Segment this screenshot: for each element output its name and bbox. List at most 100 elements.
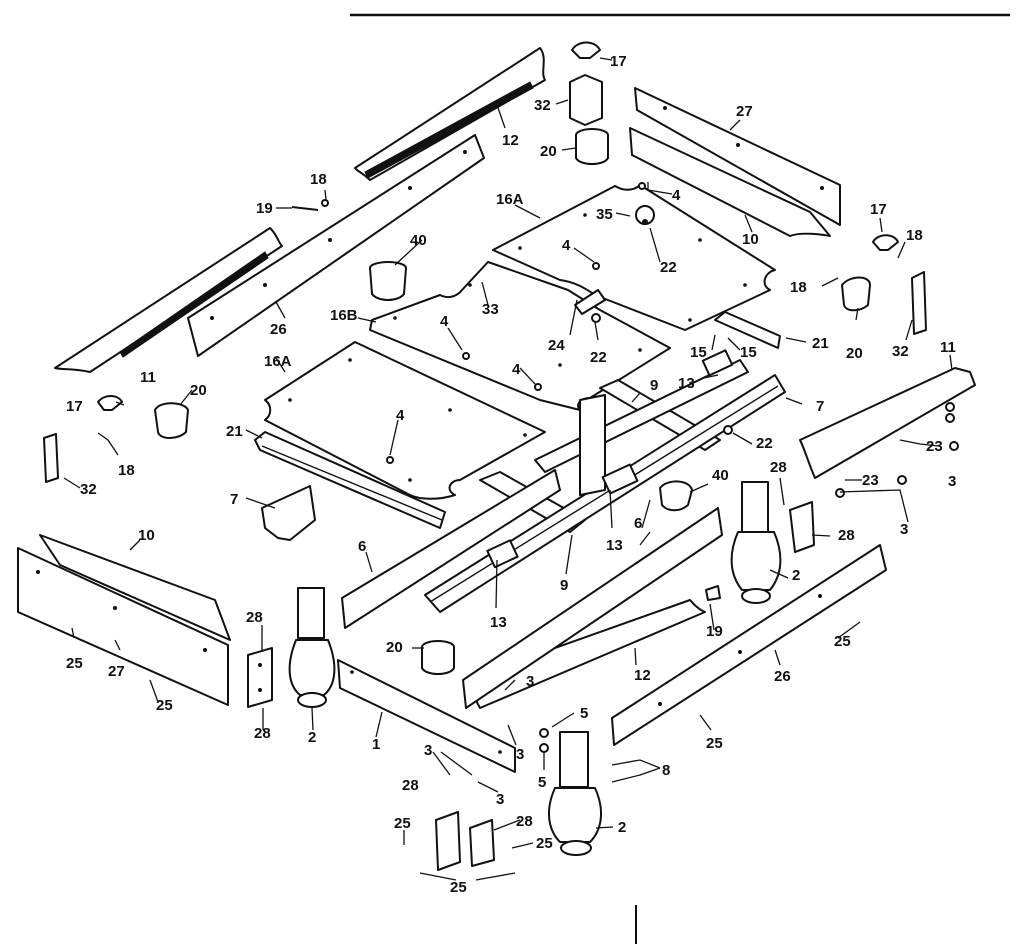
label-2-right: 2 xyxy=(792,567,800,584)
label-4-d: 4 xyxy=(512,361,521,378)
label-22-a: 22 xyxy=(660,259,677,276)
hardware-parts xyxy=(291,182,959,753)
label-18-right2: 18 xyxy=(790,279,807,296)
label-18-top: 18 xyxy=(310,171,327,188)
pocket-liner-32-top xyxy=(569,74,603,126)
label-17-right: 17 xyxy=(870,201,887,218)
label-28-right-top: 28 xyxy=(770,459,787,476)
label-26-front: 26 xyxy=(774,668,791,685)
label-10-right: 10 xyxy=(742,231,759,248)
pocket-20-right xyxy=(841,276,871,312)
label-16a-back: 16A xyxy=(496,191,524,208)
label-28-left: 28 xyxy=(254,725,271,742)
leader-lines xyxy=(63,57,953,881)
bracket-28-left xyxy=(247,647,273,708)
side-rail-11-left xyxy=(54,227,283,373)
label-32-top: 32 xyxy=(534,97,551,114)
label-12-front: 12 xyxy=(634,667,651,684)
label-15-a: 15 xyxy=(690,344,707,361)
bracket-28-front-a xyxy=(435,811,461,871)
end-board-6-left xyxy=(341,469,561,629)
center-post xyxy=(579,394,606,496)
apron-27-front-left xyxy=(17,547,229,706)
label-28-right: 28 xyxy=(838,527,855,544)
label-21-left: 21 xyxy=(226,423,243,440)
pocket-20-top xyxy=(575,128,609,165)
label-20-front: 20 xyxy=(386,639,403,656)
label-24: 24 xyxy=(548,337,565,354)
label-20-top: 20 xyxy=(540,143,557,160)
connector-13-center xyxy=(601,463,639,495)
leg-2-front xyxy=(548,731,602,856)
pocket-40-back xyxy=(369,261,407,301)
leg-2-right xyxy=(730,481,782,604)
label-21-right: 21 xyxy=(812,335,829,352)
bracket-28-right xyxy=(789,501,815,553)
apron-27-right xyxy=(634,87,841,226)
pocket-liner-32-left xyxy=(43,433,59,483)
blind-10-right xyxy=(629,127,831,237)
pocket-cover-17-right xyxy=(872,234,899,251)
label-25-right: 25 xyxy=(834,633,851,650)
label-9-back: 9 xyxy=(650,377,658,394)
label-40-center: 40 xyxy=(712,467,729,484)
label-11-left: 11 xyxy=(140,369,156,386)
label-25-left-b: 25 xyxy=(156,697,173,714)
label-32-right: 32 xyxy=(892,343,909,360)
label-3-center-a: 3 xyxy=(526,673,534,690)
label-26-left: 26 xyxy=(270,321,287,338)
end-board-1 xyxy=(337,659,516,773)
label-15-b: 15 xyxy=(740,344,757,361)
label-6-right: 6 xyxy=(634,515,642,532)
connector-13-right xyxy=(701,349,734,377)
label-28-front-b: 28 xyxy=(516,813,533,830)
label-3-center-c: 3 xyxy=(424,742,432,759)
label-5-a: 5 xyxy=(580,705,588,722)
label-16a-front: 16A xyxy=(264,353,292,370)
apron-26-front-right xyxy=(611,544,887,746)
slate-support-21-right xyxy=(714,311,781,349)
label-25-front-c: 25 xyxy=(450,879,467,896)
pocket-liner-32-right xyxy=(911,271,927,335)
label-23-a: 23 xyxy=(926,438,943,455)
label-3-center-b: 3 xyxy=(516,746,524,763)
label-8: 8 xyxy=(662,762,670,779)
label-19-top: 19 xyxy=(256,200,273,217)
label-2-left: 2 xyxy=(308,729,316,746)
label-4-b: 4 xyxy=(562,237,571,254)
blind-10-front xyxy=(39,534,231,641)
part-labels: 17 32 12 20 27 18 19 4 16A 35 22 10 17 1… xyxy=(66,53,956,896)
pocket-20-left xyxy=(154,402,189,439)
label-22-c: 22 xyxy=(756,435,773,452)
pocket-40-center xyxy=(659,480,693,512)
label-25-left-a: 25 xyxy=(66,655,83,672)
label-3-center-d: 3 xyxy=(496,791,504,808)
label-32-left: 32 xyxy=(80,481,97,498)
label-28-front-a: 28 xyxy=(402,777,419,794)
label-13-left: 13 xyxy=(490,614,507,631)
bracket-28-front-b xyxy=(469,819,495,867)
label-3-right-b: 3 xyxy=(900,521,908,538)
label-25-front-a: 25 xyxy=(394,815,411,832)
top-rail-12 xyxy=(354,47,546,181)
label-13-right: 13 xyxy=(678,375,695,392)
label-27-top: 27 xyxy=(736,103,753,120)
label-18-right: 18 xyxy=(906,227,923,244)
label-5-b: 5 xyxy=(538,774,546,791)
label-28-left-top: 28 xyxy=(246,609,263,626)
label-3-right-a: 3 xyxy=(948,473,956,490)
label-4-c: 4 xyxy=(440,313,449,330)
apron-26-left xyxy=(187,134,485,357)
slate-16b-middle xyxy=(369,261,671,411)
label-16b: 16B xyxy=(330,307,358,324)
label-40-back: 40 xyxy=(410,232,427,249)
label-20-right: 20 xyxy=(846,345,863,362)
label-20-left: 20 xyxy=(190,382,207,399)
label-10-front: 10 xyxy=(138,527,155,544)
side-rail-11-right xyxy=(799,367,976,479)
slate-16a-back xyxy=(492,184,776,331)
label-2-front: 2 xyxy=(618,819,626,836)
pocket-cover-17-top xyxy=(571,41,601,59)
label-12-top: 12 xyxy=(502,132,519,149)
